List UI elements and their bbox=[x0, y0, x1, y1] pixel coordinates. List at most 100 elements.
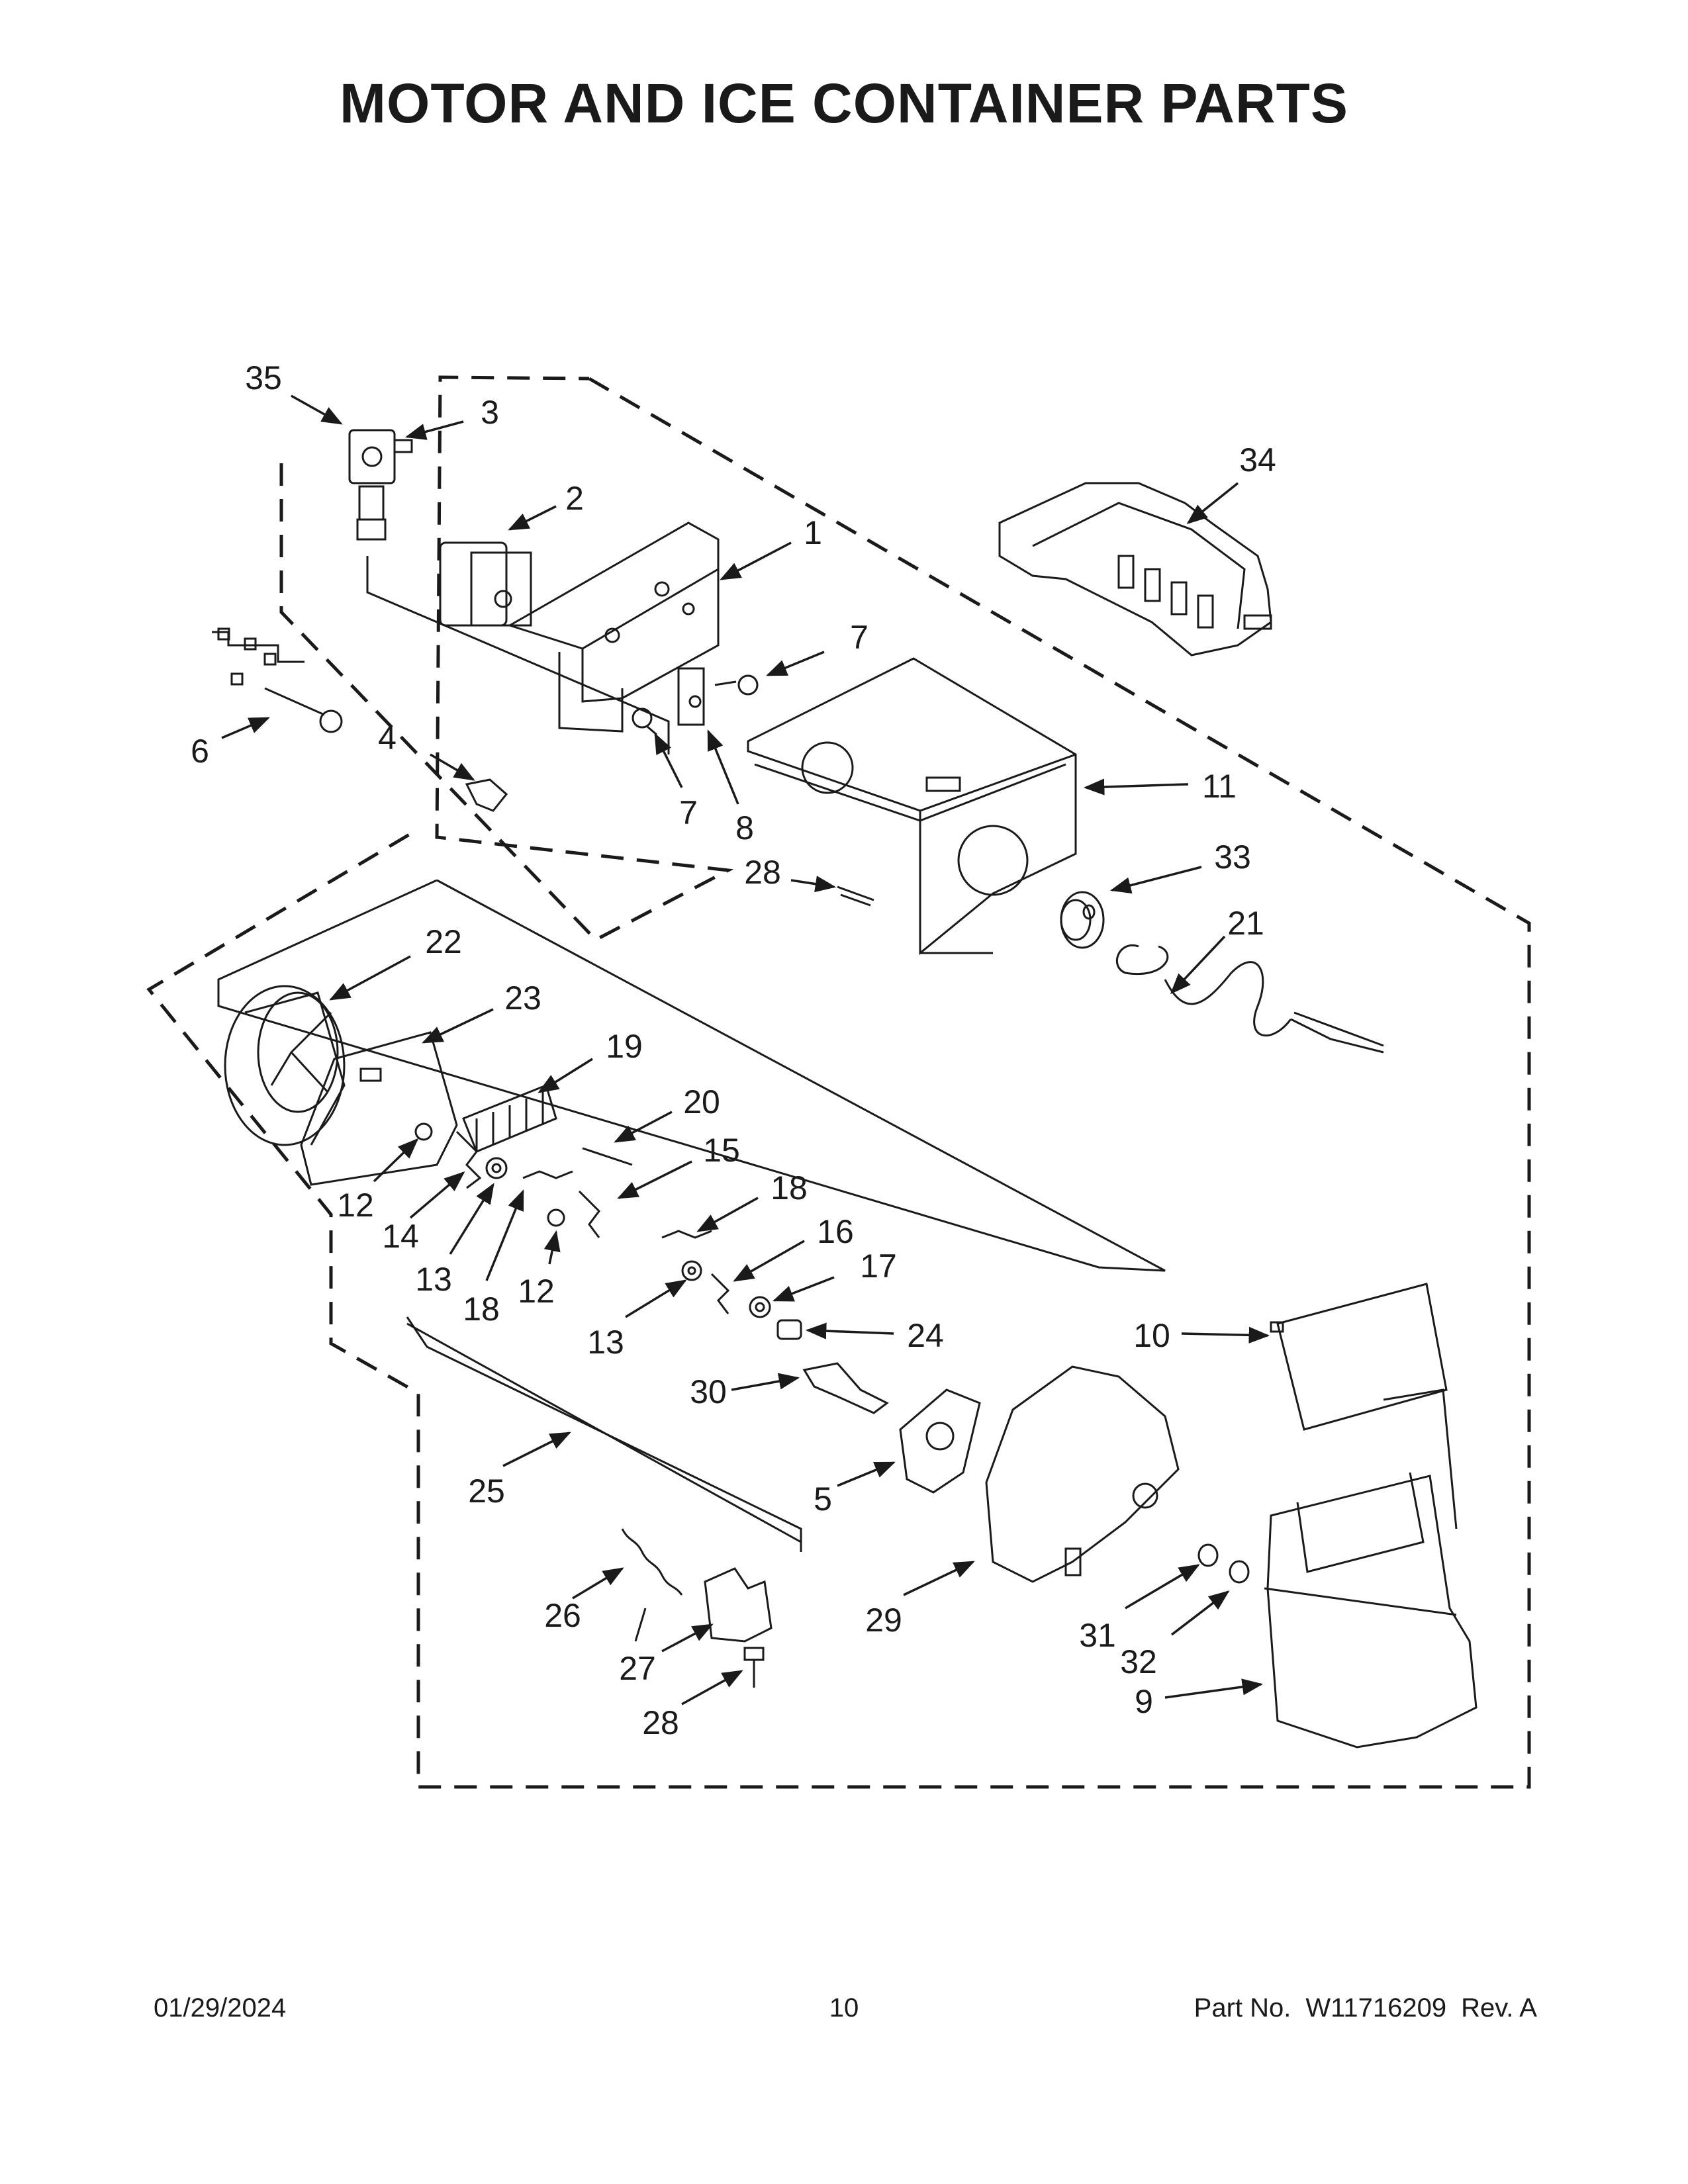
callout-18b: 18 bbox=[771, 1169, 808, 1206]
leader-30 bbox=[731, 1373, 800, 1391]
upper-assembly-outline bbox=[279, 375, 734, 942]
callout-34: 34 bbox=[1239, 441, 1276, 478]
upper-reference-plane bbox=[366, 556, 670, 754]
water-valve-part bbox=[348, 429, 413, 541]
washer-13a-part bbox=[485, 1157, 508, 1179]
ice-container-part bbox=[747, 657, 1077, 956]
actuator-30-part bbox=[802, 1362, 889, 1414]
auger-part bbox=[1115, 944, 1384, 1054]
footer-part-number: W11716209 bbox=[1305, 1993, 1447, 2023]
callout-25: 25 bbox=[468, 1473, 505, 1510]
crusher-cover-part bbox=[224, 985, 346, 1146]
leader-12a bbox=[373, 1138, 419, 1183]
leader-18a bbox=[485, 1189, 524, 1281]
callout-5: 5 bbox=[814, 1480, 832, 1518]
callout-7a: 7 bbox=[850, 619, 868, 656]
blade-16-part bbox=[710, 1273, 730, 1314]
leader-13b bbox=[625, 1279, 687, 1318]
washer-13b-part bbox=[681, 1260, 702, 1281]
leader-31 bbox=[1125, 1564, 1200, 1610]
callout-7b: 7 bbox=[679, 794, 698, 831]
leader-20 bbox=[614, 1111, 673, 1143]
rod-25-part bbox=[406, 1322, 802, 1543]
leader-1 bbox=[720, 541, 792, 580]
leader-7a bbox=[766, 651, 825, 676]
bracket-27-part bbox=[704, 1567, 773, 1643]
leader-33 bbox=[1109, 866, 1202, 894]
lower-reference-plane bbox=[217, 879, 1166, 1272]
callout-12a: 12 bbox=[337, 1187, 374, 1224]
gear-plate-part bbox=[899, 1388, 981, 1494]
washer-17-part bbox=[749, 1296, 771, 1318]
leader-5 bbox=[837, 1461, 896, 1487]
screw-28-lower-part bbox=[743, 1647, 765, 1688]
leader-23 bbox=[422, 1008, 494, 1044]
callout-12b: 12 bbox=[518, 1273, 555, 1310]
leader-16 bbox=[733, 1240, 805, 1282]
callout-21: 21 bbox=[1227, 905, 1264, 942]
ice-chute-part bbox=[1264, 1388, 1477, 1749]
blade-15-part bbox=[578, 1190, 600, 1238]
leader-8 bbox=[707, 729, 739, 805]
leader-29 bbox=[903, 1561, 975, 1596]
leader-2 bbox=[508, 505, 557, 531]
spacer-part-b bbox=[547, 1208, 565, 1227]
leader-27 bbox=[661, 1623, 714, 1653]
callout-13a: 13 bbox=[415, 1261, 452, 1298]
leader-35 bbox=[291, 394, 343, 425]
callout-27: 27 bbox=[619, 1650, 656, 1687]
ice-maker-part bbox=[998, 482, 1272, 657]
spacer-part-a bbox=[414, 1122, 433, 1141]
washer-32-part bbox=[1229, 1560, 1250, 1584]
callout-8: 8 bbox=[735, 809, 754, 846]
callout-13b: 13 bbox=[587, 1324, 624, 1361]
motor-actuator-part bbox=[439, 541, 532, 627]
callout-30: 30 bbox=[690, 1373, 727, 1410]
callout-24: 24 bbox=[907, 1317, 944, 1354]
callout-18a: 18 bbox=[463, 1291, 500, 1328]
blade-18b-part bbox=[661, 1230, 712, 1239]
callout-35: 35 bbox=[245, 359, 282, 396]
auger-motor-part bbox=[985, 1365, 1180, 1583]
leader-11 bbox=[1083, 778, 1189, 796]
leader-19 bbox=[538, 1058, 593, 1093]
leader-4 bbox=[430, 753, 475, 781]
leader-12b bbox=[543, 1230, 561, 1265]
footer-date: 01/29/2024 bbox=[154, 1993, 287, 2023]
leader-34 bbox=[1186, 482, 1239, 524]
bushing-part bbox=[1060, 891, 1105, 949]
screw-part-upper bbox=[714, 674, 759, 696]
washer-31-part bbox=[1197, 1543, 1219, 1567]
page-title: MOTOR AND ICE CONTAINER PARTS bbox=[340, 72, 1348, 134]
footer-revision: Rev. A bbox=[1461, 1993, 1537, 2023]
blade-18a-part bbox=[522, 1170, 573, 1179]
clip-part bbox=[677, 667, 705, 726]
callout-10: 10 bbox=[1133, 1317, 1170, 1354]
callout-9: 9 bbox=[1135, 1683, 1153, 1720]
leader-21 bbox=[1170, 935, 1226, 995]
cap-part bbox=[465, 778, 508, 812]
main-assembly-outline bbox=[146, 377, 1531, 1789]
leader-15 bbox=[617, 1160, 692, 1199]
leader-9 bbox=[1164, 1678, 1264, 1699]
leader-28b bbox=[681, 1670, 743, 1706]
spring-part bbox=[621, 1528, 683, 1642]
leader-28a bbox=[790, 876, 837, 893]
shaft-part bbox=[582, 1147, 633, 1166]
thermistor-part bbox=[212, 627, 343, 733]
callout-1: 1 bbox=[804, 514, 822, 551]
leader-10 bbox=[1181, 1326, 1270, 1343]
callout-28a: 28 bbox=[744, 854, 781, 891]
callout-31: 31 bbox=[1079, 1617, 1116, 1654]
callout-32: 32 bbox=[1120, 1643, 1157, 1680]
callout-19: 19 bbox=[606, 1028, 643, 1065]
callout-14: 14 bbox=[382, 1218, 419, 1255]
screw-28-upper-part bbox=[837, 886, 874, 907]
blade-14-part bbox=[455, 1130, 482, 1189]
leader-24 bbox=[805, 1322, 894, 1340]
leader-7b bbox=[654, 733, 683, 788]
callout-11: 11 bbox=[1202, 768, 1237, 805]
crusher-plate-part bbox=[300, 1031, 458, 1186]
footer-page-number: 10 bbox=[829, 1993, 859, 2023]
